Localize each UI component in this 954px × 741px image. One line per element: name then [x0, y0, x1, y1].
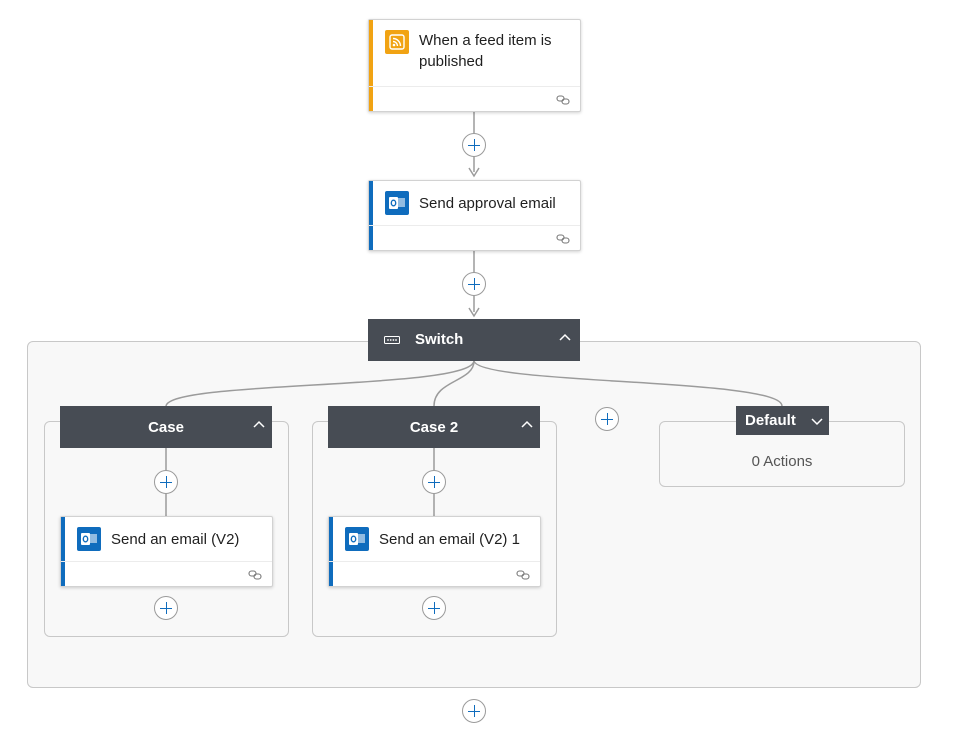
default-header[interactable]: Default: [736, 406, 829, 435]
default-actions-count: 0 Actions: [751, 453, 813, 470]
insert-step-button[interactable]: [422, 596, 446, 620]
add-case-button[interactable]: [595, 407, 619, 431]
trigger-card[interactable]: When a feed item is published: [368, 19, 581, 112]
link-icon: [516, 570, 530, 580]
trigger-accent: [369, 20, 373, 111]
default-title: Default: [745, 412, 796, 429]
link-icon: [556, 95, 570, 105]
switch-icon: [384, 336, 400, 344]
insert-step-button[interactable]: [154, 596, 178, 620]
chevron-up-icon[interactable]: [558, 331, 572, 345]
rss-icon: [385, 30, 409, 54]
trigger-title: When a feed item is published: [419, 32, 552, 70]
action-title-2: Send an email (V2) 1: [379, 531, 520, 548]
case-2-title: Case 2: [409, 418, 459, 436]
insert-step-button[interactable]: [154, 470, 178, 494]
approval-accent: [369, 181, 373, 250]
action-card[interactable]: Send an email (V2): [60, 516, 273, 587]
chevron-up-icon[interactable]: [520, 418, 534, 432]
link-icon: [248, 570, 262, 580]
insert-step-button[interactable]: [422, 470, 446, 494]
switch-header[interactable]: Switch: [368, 319, 580, 361]
outlook-icon: [345, 527, 369, 551]
insert-step-button[interactable]: [462, 272, 486, 296]
action-title: Send an email (V2): [111, 531, 240, 548]
case-2-header[interactable]: Case 2: [328, 406, 540, 448]
action-card-2[interactable]: Send an email (V2) 1: [328, 516, 541, 587]
approval-card[interactable]: Send approval email: [368, 180, 581, 251]
switch-title: Switch: [415, 331, 464, 348]
link-icon: [556, 234, 570, 244]
outlook-icon: [77, 527, 101, 551]
approval-title: Send approval email: [419, 195, 556, 212]
insert-step-button[interactable]: [462, 133, 486, 157]
chevron-up-icon[interactable]: [252, 418, 266, 432]
case-title: Case: [148, 418, 184, 436]
insert-step-button[interactable]: [462, 699, 486, 723]
outlook-icon: [385, 191, 409, 215]
case-header[interactable]: Case: [60, 406, 272, 448]
chevron-down-icon[interactable]: [810, 414, 824, 428]
